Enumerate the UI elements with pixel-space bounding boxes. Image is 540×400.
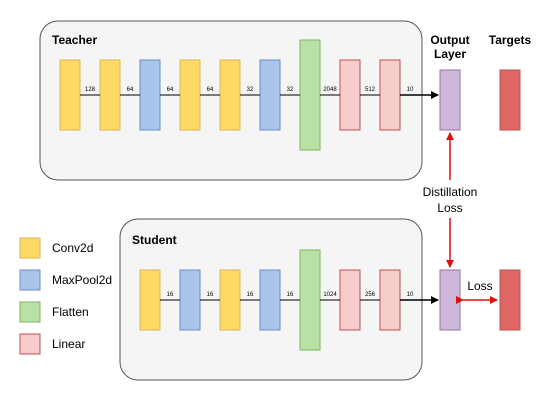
teacher-layer-conv xyxy=(179,59,201,131)
targets-header: Targets xyxy=(489,33,532,47)
teacher-layer-conv xyxy=(59,59,81,131)
teacher-connection-label: 64 xyxy=(167,87,174,93)
teacher-connection-label: 64 xyxy=(207,87,214,93)
legend-label-conv: Conv2d xyxy=(52,241,93,255)
student-title: Student xyxy=(132,233,177,247)
student-connection-label: 16 xyxy=(207,292,214,298)
distillation-label-line2: Loss xyxy=(437,201,462,215)
teacher-connection-label: 32 xyxy=(287,87,294,93)
teacher-layer-conv xyxy=(99,59,121,131)
legend-swatch-linear xyxy=(19,333,41,355)
teacher-connection-label: 64 xyxy=(127,87,134,93)
teacher-connection-label: 512 xyxy=(365,87,376,93)
legend-label-linear: Linear xyxy=(52,337,85,351)
teacher-layer-pool xyxy=(259,59,281,131)
student-layer-flatten xyxy=(299,249,321,351)
student-connection-label: 16 xyxy=(247,292,254,298)
output-layer-header-line1: Output xyxy=(430,33,469,47)
legend-label-pool: MaxPool2d xyxy=(52,273,112,287)
teacher-connection-label: 10 xyxy=(407,87,414,93)
teacher-layer-linear xyxy=(339,59,361,131)
student-layer-pool xyxy=(179,269,201,331)
distillation-label-line1: Distillation xyxy=(423,185,478,199)
teacher-connection-label: 128 xyxy=(85,87,96,93)
student-layer-conv xyxy=(139,269,161,331)
teacher-layer-flatten xyxy=(299,39,321,151)
output-layer-header-line2: Layer xyxy=(434,47,466,61)
teacher-title: Teacher xyxy=(52,33,97,47)
student-connection-label: 1024 xyxy=(323,292,337,298)
legend-swatch-pool xyxy=(19,269,41,291)
student-connection-label: 10 xyxy=(407,292,414,298)
student-layer-linear xyxy=(379,269,401,331)
student-connection-label: 16 xyxy=(167,292,174,298)
legend-swatch-conv xyxy=(19,237,41,259)
teacher-output-layer xyxy=(439,69,461,131)
teacher-layers: 128 64 64 64 32 32 2048 512 10 xyxy=(59,39,439,151)
student-layer-pool xyxy=(259,269,281,331)
teacher-target xyxy=(499,69,521,131)
teacher-connection-label: 32 xyxy=(247,87,254,93)
student-layers: 16 16 16 16 1024 256 10 xyxy=(139,249,439,351)
teacher-layer-linear xyxy=(379,59,401,131)
teacher-layer-conv xyxy=(219,59,241,131)
student-connection-label: 256 xyxy=(365,292,376,298)
teacher-connection-label: 2048 xyxy=(323,87,337,93)
legend-swatch-flatten xyxy=(19,301,41,323)
student-layer-conv xyxy=(219,269,241,331)
legend-label-flatten: Flatten xyxy=(52,305,89,319)
student-target xyxy=(499,269,521,331)
student-connection-label: 16 xyxy=(287,292,294,298)
student-output-layer xyxy=(439,269,461,331)
student-layer-linear xyxy=(339,269,361,331)
teacher-layer-pool xyxy=(139,59,161,131)
loss-label: Loss xyxy=(467,279,492,293)
